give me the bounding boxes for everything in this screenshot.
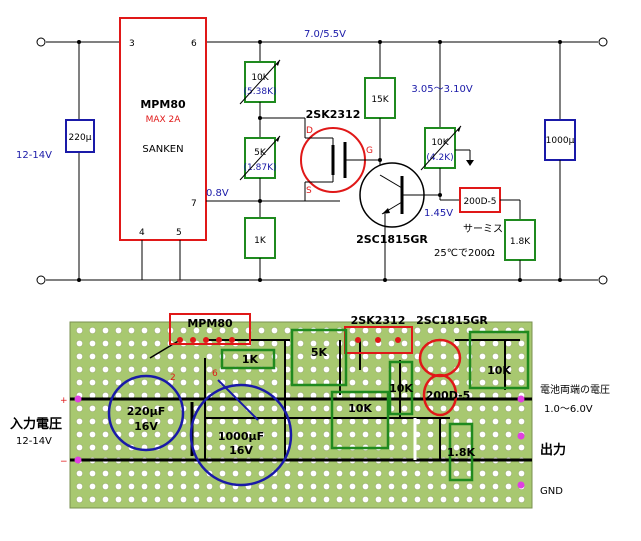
resistor-1k8-value: 1.8K [510, 237, 531, 247]
board-cap-220 [107, 374, 185, 452]
board-cap-1000-value: 1000μF [218, 430, 264, 443]
board-pin6-label: 6 [212, 369, 218, 379]
board-resistor-10k-b-value: 10K [389, 382, 413, 395]
board-plus-label: + [60, 396, 68, 406]
board-resistor-5k-value: 5K [311, 346, 328, 359]
board-transistor-label: 2SC1815GR [416, 314, 488, 327]
board-regulator-ic [169, 313, 251, 345]
board-resistor-10k-a-value: 10K [348, 402, 372, 415]
board-input-voltage: 12-14V [16, 436, 52, 447]
board-thermistor-value: 200D-5 [426, 389, 471, 402]
output-minus-terminal [598, 275, 608, 285]
input-capacitor-value: 220μ [69, 133, 92, 143]
resistor-1k-value: 1K [254, 236, 267, 246]
base-voltage-label: 1.45V [424, 208, 453, 219]
ic-pin6: 6 [191, 39, 197, 49]
output-capacitor [544, 119, 576, 161]
board-gnd-label: GND [540, 486, 563, 497]
ic-rating: MAX 2A [146, 115, 182, 125]
ic-pin5: 5 [176, 228, 182, 238]
fet-drain-label: D [306, 126, 313, 136]
board-ic-label: MPM80 [187, 317, 233, 330]
ic-pin3: 3 [129, 39, 135, 49]
input-minus-terminal [36, 275, 46, 285]
resistor-10k-top-setting: (5.38K) [244, 87, 277, 97]
voltage-range-label: 3.05～3.10V [411, 84, 473, 95]
ic-pin4: 4 [139, 228, 145, 238]
board-resistor-10k-c [468, 330, 530, 390]
ic-name: MPM80 [140, 98, 186, 111]
resistor-10k-top-value: 10K [251, 73, 269, 83]
board-minus-label: − [60, 457, 68, 467]
board-pin2-label: 2 [170, 373, 176, 383]
board-resistor-1k8 [448, 422, 474, 482]
schematic: 220μ 12-14V MPM80 MAX 2A SANKEN 3 6 7 4 … [16, 17, 608, 285]
board-output-label: 出力 [540, 442, 566, 458]
resistor-5k-setting: (1.87K) [244, 163, 277, 173]
fet-source-label: S [306, 186, 312, 196]
board-battery-range: 1.0～6.0V [544, 404, 593, 415]
board-resistor-1k-value: 1K [242, 353, 259, 366]
board-resistor-5k [290, 328, 348, 387]
board-resistor-10k-b [388, 360, 414, 416]
board-resistor-10k-a [330, 390, 390, 450]
resistor-5k-value: 5K [254, 148, 267, 158]
fet-gate-label: G [366, 146, 373, 156]
resistor-1k [244, 217, 276, 259]
resistor-10k-adjust-value: 10K [431, 138, 449, 148]
board-resistor-1k8-value: 1.8K [447, 446, 475, 459]
ic-maker: SANKEN [142, 144, 183, 155]
board-cap-1000-voltage: 16V [229, 444, 253, 457]
ic-pin7: 7 [191, 199, 197, 209]
regulator-ic [119, 17, 207, 241]
board-fet-label: 2SK2312 [351, 314, 406, 327]
board-resistor-10k-c-value: 10K [487, 364, 511, 377]
fet-name: 2SK2312 [306, 108, 361, 121]
board-battery-label: 電池両端の電圧 [540, 383, 610, 396]
output-capacitor-value: 1000μ [546, 136, 575, 146]
thermistor-note: 25℃で200Ω [434, 248, 495, 259]
thermistor-value: 200D-5 [463, 197, 496, 207]
stripboard-layout: MPM80 2 6 2SK2312 2SC1815GR 1K 5K 10K 10… [10, 313, 610, 509]
board-cap-1000 [189, 383, 293, 487]
board-cap-220-voltage: 16V [134, 420, 158, 433]
board-resistor-1k [220, 348, 276, 370]
board-input-label: 入力電圧 [10, 416, 62, 432]
resistor-15k-value: 15K [371, 95, 389, 105]
rail-voltage-label: 7.0/5.5V [304, 29, 346, 40]
reference-voltage-label: 0.8V [206, 188, 229, 199]
transistor-name: 2SC1815GR [356, 233, 428, 246]
input-capacitor [65, 119, 95, 153]
thermistor-label: サーミスタ [463, 223, 513, 235]
output-plus-terminal [598, 37, 608, 47]
input-plus-terminal [36, 37, 46, 47]
resistor-10k-adjust-setting: (4.2K) [426, 153, 453, 163]
board-thermistor [422, 373, 458, 417]
resistor-15k [364, 77, 396, 119]
input-voltage-label: 12-14V [16, 150, 52, 161]
board-cap-220-value: 220μF [127, 405, 166, 418]
